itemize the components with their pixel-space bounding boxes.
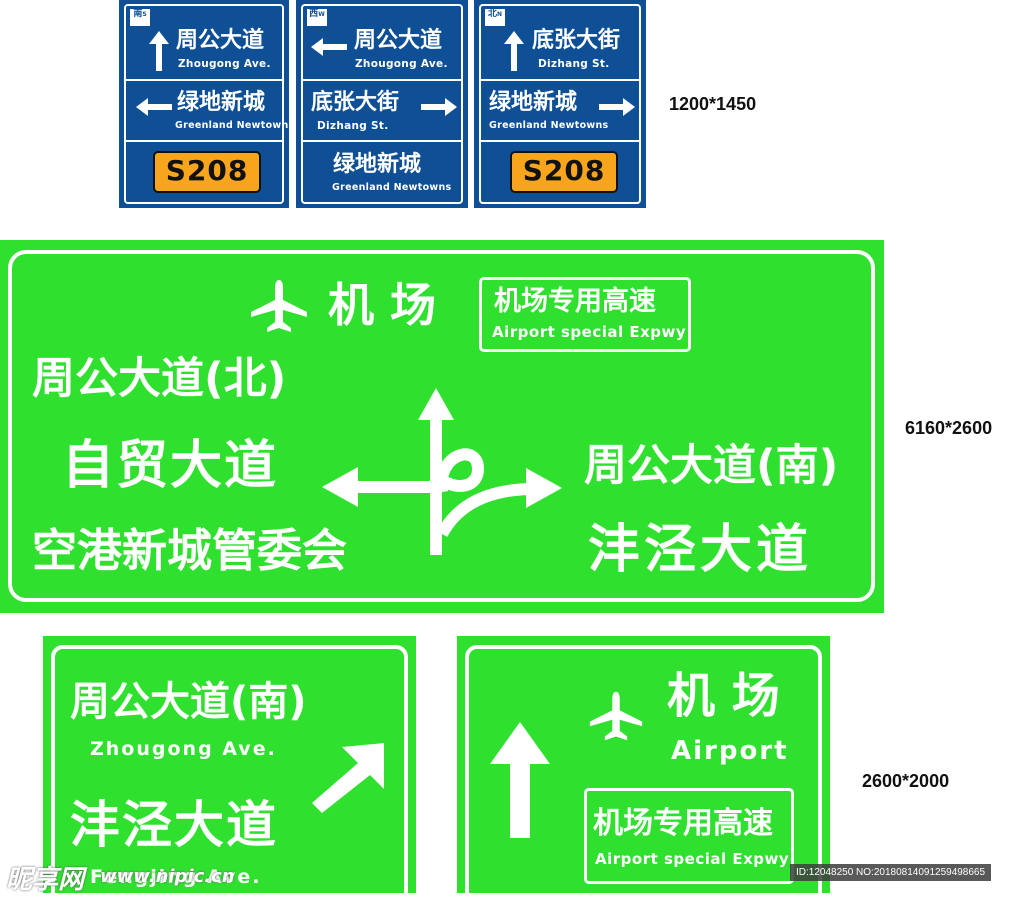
expressway-label-cn: 机场专用高速 bbox=[593, 806, 773, 841]
destination-en: Greenland Newtowns bbox=[332, 182, 452, 193]
destination-en: Greenland Newtowns bbox=[175, 120, 295, 131]
destination-en: Zhougong Ave. bbox=[90, 738, 277, 760]
direction-tag: 西W bbox=[307, 9, 327, 26]
watermark-url: www.nipic.cn bbox=[100, 866, 235, 887]
destination-cn: 沣泾大道 bbox=[70, 796, 278, 854]
destination-cn: 底张大街 bbox=[532, 28, 621, 53]
blue-sign-west: 西W 周公大道 Zhougong Ave. 底张大街 Dizhang St. 绿… bbox=[296, 0, 468, 208]
interchange-arrows-icon bbox=[322, 388, 562, 555]
watermark-logo: 昵享网 bbox=[6, 865, 85, 895]
left-destination: 周公大道(北) bbox=[32, 354, 287, 404]
expressway-box bbox=[584, 788, 794, 884]
destination-en: Dizhang St. bbox=[538, 58, 610, 70]
airplane-icon bbox=[251, 280, 307, 332]
destination-cn: 底张大街 bbox=[311, 90, 400, 115]
left-destination: 空港新城管委会 bbox=[32, 524, 348, 577]
arrow-left-icon bbox=[136, 98, 172, 116]
direction-tag: 南S bbox=[130, 9, 150, 26]
destination-en: Fengjing Ave. bbox=[90, 866, 262, 888]
destination-cn: 绿地新城 bbox=[489, 90, 578, 115]
direction-tag: 北N bbox=[485, 9, 505, 26]
blue-sign-north: 北N 底张大街 Dizhang St. 绿地新城 Greenland Newto… bbox=[474, 0, 646, 208]
right-destination: 周公大道(南) bbox=[584, 441, 839, 491]
expressway-label-cn: 机场专用高速 bbox=[494, 286, 656, 317]
destination-cn: 周公大道 bbox=[354, 28, 443, 53]
destination-cn: 绿地新城 bbox=[333, 152, 422, 177]
destination-en: Dizhang St. bbox=[317, 120, 389, 132]
airplane-icon bbox=[589, 691, 643, 741]
destination-cn: 周公大道(南) bbox=[70, 679, 307, 725]
expressway-box bbox=[479, 277, 691, 352]
size-label-large: 6160*2600 bbox=[905, 418, 993, 438]
expressway-label-en: Airport special Expwy bbox=[492, 323, 687, 341]
size-label-small: 2600*2000 bbox=[862, 771, 950, 791]
destination-en: Zhougong Ave. bbox=[178, 58, 271, 70]
destination-en: Greenland Newtowns bbox=[489, 120, 609, 131]
route-plate: S208 bbox=[510, 151, 618, 193]
route-plate: S208 bbox=[153, 151, 261, 193]
arrow-up-icon bbox=[149, 31, 169, 71]
arrow-up-right-icon bbox=[312, 743, 384, 813]
left-destination: 自贸大道 bbox=[62, 436, 279, 496]
watermark-id: ID:12048250 NO:20180814091259498665 bbox=[790, 864, 992, 881]
right-destination: 沣泾大道 bbox=[588, 520, 813, 580]
arrow-right-icon bbox=[421, 98, 457, 116]
expressway-label-en: Airport special Expwy bbox=[595, 850, 790, 868]
destination-cn: 周公大道 bbox=[176, 28, 265, 53]
arrow-left-icon bbox=[311, 38, 347, 56]
blue-sign-south: 南S 周公大道 Zhougong Ave. 绿地新城 Greenland New… bbox=[119, 0, 294, 208]
size-label-blue: 1200*1450 bbox=[669, 94, 757, 114]
airport-label-cn: 机 场 bbox=[667, 668, 780, 724]
destination-en: Zhougong Ave. bbox=[355, 58, 448, 70]
airport-label-en: Airport bbox=[671, 736, 789, 766]
airport-label-cn: 机 场 bbox=[328, 278, 437, 332]
destination-cn: 绿地新城 bbox=[177, 90, 266, 115]
arrow-right-icon bbox=[599, 98, 635, 116]
arrow-up-icon bbox=[504, 31, 524, 71]
arrow-up-icon bbox=[490, 722, 550, 838]
